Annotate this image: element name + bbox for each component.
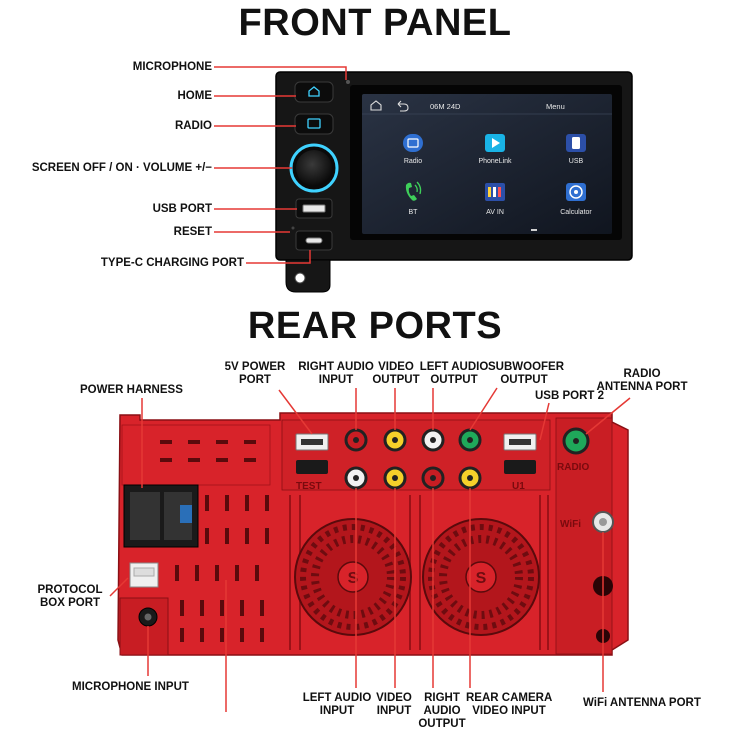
protocol-box-port[interactable] — [129, 562, 159, 588]
app-icon-usb[interactable] — [566, 134, 586, 152]
five-v-power-port[interactable] — [295, 433, 329, 451]
label-type-c: TYPE-C CHARGING PORT — [100, 257, 244, 269]
label-left-audio-input: LEFT AUDIO INPUT — [302, 692, 372, 717]
rca-right-audio-output[interactable] — [421, 466, 445, 490]
rca-video-output[interactable] — [383, 428, 407, 452]
radio-antenna-port[interactable] — [562, 427, 590, 455]
usb-port-2[interactable] — [503, 433, 537, 451]
app-label-av-in: AV IN — [486, 209, 504, 216]
screen-menu-button[interactable]: Menu — [546, 102, 565, 111]
microphone-input-jack[interactable] — [138, 607, 158, 627]
microphone-hole — [346, 80, 350, 84]
rca-left-audio-input[interactable] — [344, 466, 368, 490]
label-screen-volume: SCREEN OFF / ON · VOLUME +/− — [31, 162, 212, 174]
app-label-radio: Radio — [403, 158, 423, 165]
panel-text-wifi: WiFi — [560, 519, 582, 530]
label-reset: RESET — [173, 226, 212, 238]
back-icon[interactable] — [397, 100, 409, 112]
label-rear-camera: REAR CAMERA VIDEO INPUT — [466, 692, 553, 717]
app-label-usb: USB — [568, 158, 584, 165]
panel-text-test: TEST — [296, 481, 322, 492]
label-right-audio-input: RIGHT AUDIO INPUT — [298, 361, 374, 386]
label-protocol-box: PROTOCOL BOX PORT — [37, 584, 103, 609]
label-usb-port-2: USB PORT 2 — [535, 390, 605, 402]
wifi-antenna-port[interactable] — [592, 511, 614, 533]
label-microphone: MICROPHONE — [132, 61, 212, 73]
svg-text:S: S — [348, 570, 359, 587]
touch-screen — [362, 94, 612, 234]
app-label-bt: BT — [408, 209, 418, 216]
app-icon-phonelink[interactable] — [485, 134, 505, 152]
front-leader-lines — [214, 66, 347, 264]
label-wifi-antenna: WiFi ANTENNA PORT — [583, 697, 701, 709]
usb-port-front[interactable] — [295, 198, 333, 219]
rca-video-input[interactable] — [383, 466, 407, 490]
label-usb-port: USB PORT — [152, 203, 212, 215]
label-subwoofer-output: SUBWOOFER OUTPUT — [488, 361, 565, 386]
front-panel-title: FRONT PANEL — [238, 2, 512, 44]
rca-rear-camera-input[interactable] — [458, 466, 482, 490]
app-icon-calculator[interactable] — [566, 183, 586, 201]
label-right-audio-output: RIGHT AUDIO OUTPUT — [418, 692, 466, 730]
home-button-icon — [308, 86, 320, 97]
home-button[interactable] — [294, 81, 334, 103]
test-switch[interactable] — [296, 460, 328, 474]
type-c-port[interactable] — [295, 230, 333, 251]
left-vents — [160, 440, 269, 642]
head-unit-front — [275, 71, 633, 293]
label-left-audio-output: LEFT AUDIO OUTPUT — [419, 361, 489, 386]
app-icon-av-in[interactable] — [485, 183, 505, 201]
svg-text:S: S — [476, 570, 487, 587]
label-power-harness: POWER HARNESS — [80, 384, 183, 396]
app-icon-radio[interactable] — [403, 134, 423, 152]
rca-subwoofer-output[interactable] — [458, 428, 482, 452]
volume-power-knob[interactable] — [289, 143, 339, 193]
screen-clock: 06M 24D — [430, 102, 461, 111]
label-5v-power: 5V POWER PORT — [224, 361, 286, 386]
panel-text-radio: RADIO — [557, 462, 590, 473]
rear-leader-lines — [109, 387, 631, 712]
rca-right-audio-input[interactable] — [344, 428, 368, 452]
radio-button[interactable] — [294, 113, 334, 135]
label-home: HOME — [177, 90, 213, 102]
app-label-calculator: Calculator — [560, 209, 592, 216]
power-harness-connector[interactable] — [123, 484, 199, 548]
rca-left-audio-output[interactable] — [421, 428, 445, 452]
radio-button-icon — [307, 118, 321, 129]
cooling-fan-right: S — [422, 518, 540, 636]
cooling-fan-left: S — [294, 518, 412, 636]
label-radio-antenna: RADIO ANTENNA PORT — [596, 368, 688, 393]
label-radio: RADIO — [174, 120, 212, 132]
home-icon[interactable] — [370, 100, 382, 111]
app-icon-bt[interactable] — [405, 181, 422, 201]
rear-ports-title: REAR PORTS — [247, 305, 503, 347]
reset-hole[interactable] — [291, 226, 295, 230]
usb-port-1-cover — [504, 460, 536, 474]
label-video-output: VIDEO OUTPUT — [372, 361, 420, 386]
app-label-phonelink: PhoneLink — [478, 158, 512, 165]
label-microphone-input: MICROPHONE INPUT — [72, 681, 189, 693]
label-video-input: VIDEO INPUT — [376, 692, 412, 717]
panel-text-u1: U1 — [512, 481, 525, 492]
